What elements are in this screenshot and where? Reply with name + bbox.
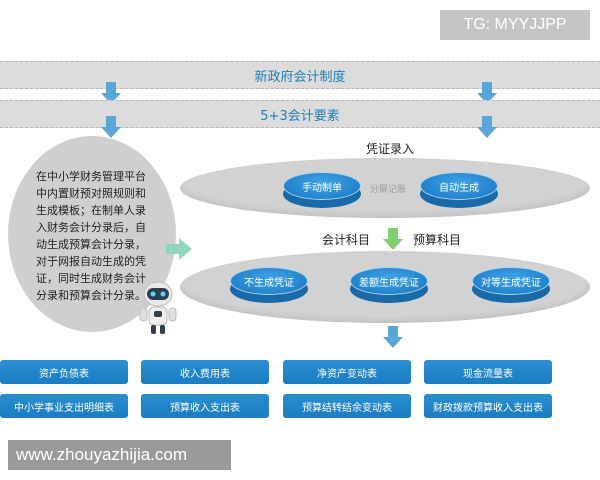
down-arrow-icon <box>477 82 497 104</box>
difference-voucher-node: 差额生成凭证 <box>350 267 428 303</box>
report-school-expense-detail[interactable]: 中小学事业支出明细表 <box>0 394 128 418</box>
no-voucher-label: 不生成凭证 <box>230 267 308 295</box>
auto-generate-label: 自动生成 <box>420 172 498 200</box>
report-net-assets-change[interactable]: 净资产变动表 <box>283 360 411 384</box>
down-arrow-icon <box>477 116 497 138</box>
report-budget-income-expense[interactable]: 预算收入支出表 <box>141 394 269 418</box>
robot-icon <box>139 281 177 334</box>
down-arrow-icon <box>101 82 121 104</box>
equal-voucher-label: 对等生成凭证 <box>472 267 550 295</box>
financial-subject-label: 会计科目 <box>322 233 371 247</box>
split-screen-label: 分屏记账 <box>370 185 407 195</box>
manual-voucher-node: 手动制单 <box>283 172 361 208</box>
down-arrow-icon <box>383 228 403 250</box>
description-text: 在中小学财务管理平台中内置财预对照规则和生成模板；在制单人录入财务会计分录后，自… <box>36 170 146 302</box>
report-fiscal-appropriation[interactable]: 财政拨款预算收入支出表 <box>424 394 552 418</box>
equal-voucher-node: 对等生成凭证 <box>472 267 550 303</box>
voucher-entry-title: 凭证录入 <box>366 142 415 156</box>
budget-subject-label: 预算科目 <box>413 233 462 247</box>
banner-accounting-system: 新政府会计制度 <box>0 61 600 89</box>
report-cash-flow[interactable]: 现金流量表 <box>424 360 552 384</box>
right-arrow-icon <box>166 238 192 260</box>
voucher-entry-platform <box>180 158 590 218</box>
manual-voucher-label: 手动制单 <box>283 172 361 200</box>
no-voucher-node: 不生成凭证 <box>230 267 308 303</box>
down-arrow-icon <box>101 116 121 138</box>
difference-voucher-label: 差额生成凭证 <box>350 267 428 295</box>
watermark-bottom: www.zhouyazhijia.com <box>8 440 231 470</box>
report-balance-sheet[interactable]: 资产负债表 <box>0 360 128 384</box>
auto-generate-node: 自动生成 <box>420 172 498 208</box>
report-income-expense[interactable]: 收入费用表 <box>141 360 269 384</box>
watermark-top: TG: MYYJJPP <box>440 10 590 40</box>
down-arrow-icon <box>383 326 403 348</box>
report-budget-carryover[interactable]: 预算结转结余变动表 <box>283 394 411 418</box>
banner-accounting-elements: 5+3会计要素 <box>0 100 600 128</box>
